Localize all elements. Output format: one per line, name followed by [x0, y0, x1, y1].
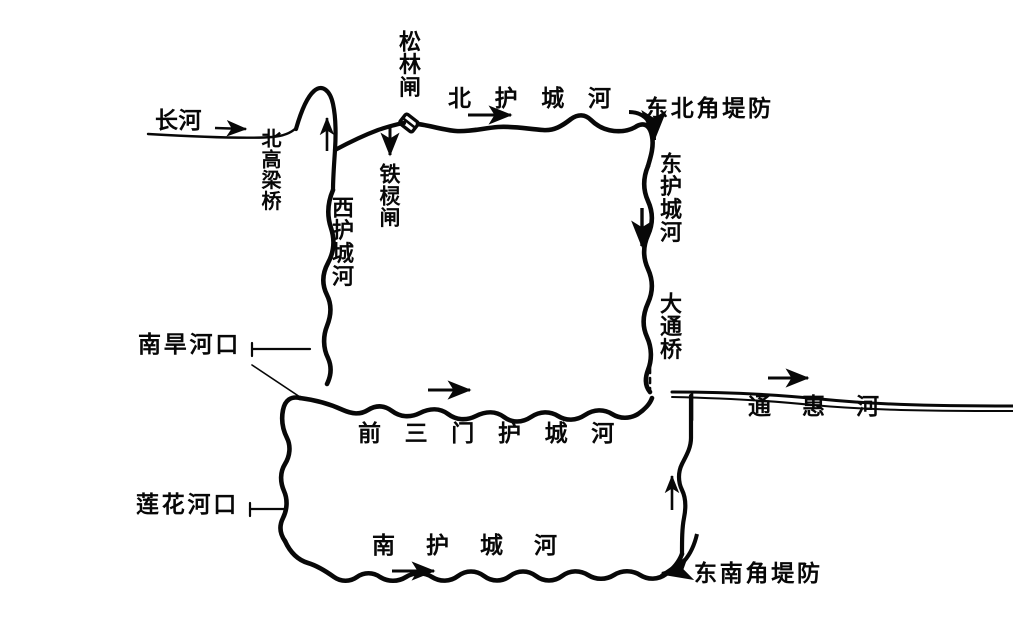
label-changhe: 长河	[155, 108, 202, 134]
west-moat-line	[321, 187, 336, 387]
label-tieling-gate: 铁棂闸	[377, 163, 401, 229]
label-nanhan-river-mouth: 南旱河口	[138, 332, 242, 358]
tonghui-river-bank-line	[671, 396, 1013, 412]
label-west-moat: 西护城河	[328, 196, 353, 288]
label-north-moat: 北 护 城 河	[448, 86, 619, 112]
nanhan-leader-diagonal	[251, 364, 301, 398]
label-lianhua-river-mouth: 莲花河口	[136, 492, 240, 518]
changhe-river-line	[146, 126, 298, 139]
songlin-sluice-gate-symbol	[398, 112, 420, 134]
south-moat-line	[282, 538, 685, 584]
label-songlin-gate: 松林闸	[395, 30, 420, 99]
label-east-moat: 东护城河	[656, 152, 681, 244]
label-tonghui-river: 通 惠 河	[748, 394, 891, 420]
tonghui-river-line	[670, 390, 1013, 408]
north-moat-line	[415, 113, 640, 134]
label-beigaoliang-bridge: 北高梁桥	[258, 128, 282, 212]
label-south-moat: 南 护 城 河	[372, 533, 569, 559]
northeast-corner-line	[634, 122, 655, 169]
front-three-gates-moat-line	[297, 395, 655, 424]
label-front-three-gates-moat: 前 三 门 护 城 河	[358, 421, 623, 447]
beigaoliang-hook-line	[293, 86, 338, 193]
label-datong-bridge: 大通桥	[656, 292, 681, 361]
arrow-changhe-east	[214, 120, 248, 137]
label-northeast-dike: 东北角堤防	[645, 96, 774, 122]
outer-west-wall-line	[278, 395, 303, 544]
arrow-se-corner	[660, 533, 699, 580]
arrow-ne-corner	[628, 109, 667, 142]
east-moat-line	[641, 163, 655, 395]
northwest-connector-line	[332, 120, 407, 153]
label-southeast-dike: 东南角堤防	[694, 561, 823, 587]
outer-east-wall-line	[676, 393, 694, 557]
